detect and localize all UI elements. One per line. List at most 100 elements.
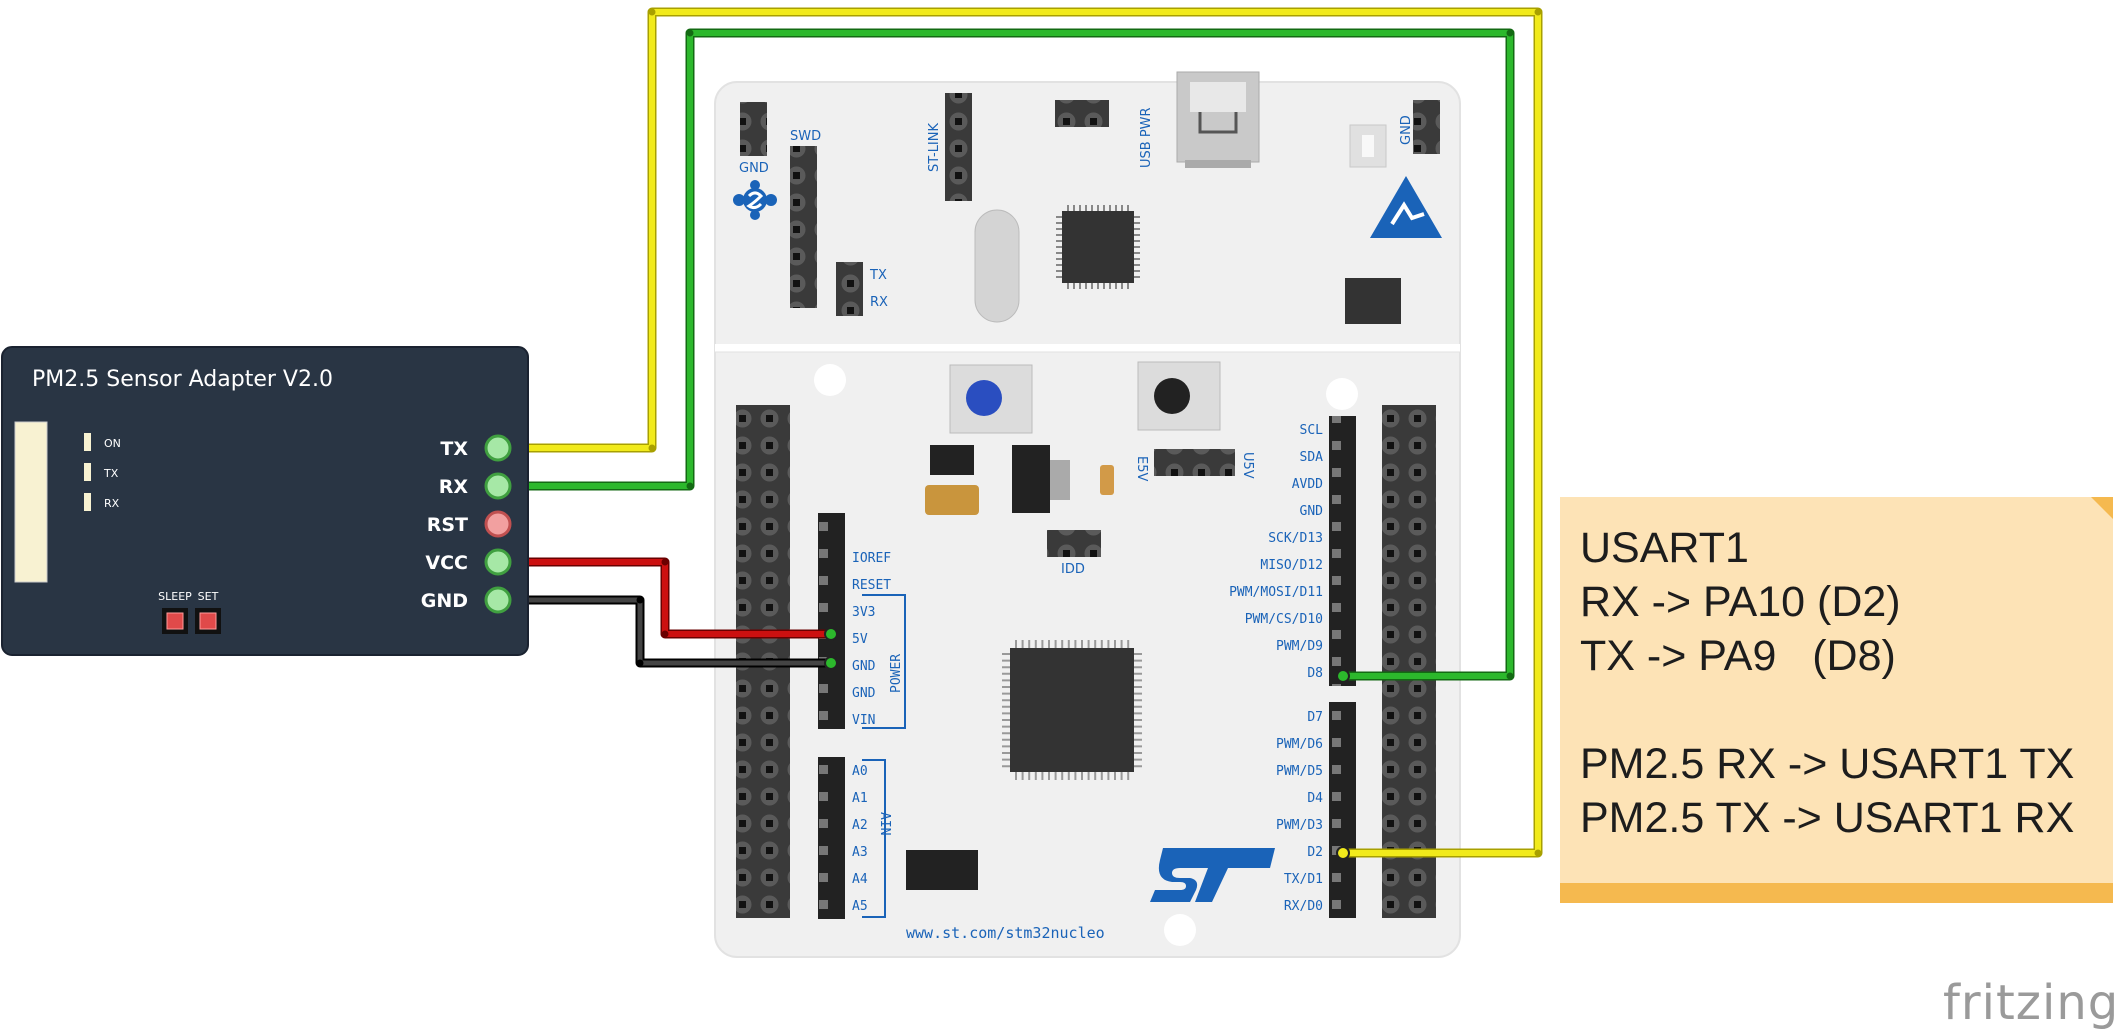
esd-warning-icon [1370,176,1442,238]
power-pin-label: IOREF [852,551,891,566]
digital-pin-label: MISO/D12 [1260,558,1323,573]
tx-rx-header [836,262,863,316]
note-text: USART1 RX -> PA10 (D2) TX -> PA9 (D8) PM2.5… [1580,521,2113,845]
digital-pin-label: TX/D1 [1284,872,1323,887]
digital-pin-label: PWM/CS/D10 [1245,612,1323,627]
power-bracket [862,594,906,729]
idd-label: IDD [1061,562,1085,577]
st-bio-icon [733,180,777,220]
note-line: RX -> PA10 (D2) [1580,578,1901,626]
digital-pin-label: SDA [1300,450,1324,465]
wires [495,7,1543,860]
ain-pin-label: A1 [852,791,868,806]
note-line: PM2.5 TX -> USART1 RX [1580,794,2075,842]
ain-pin-label: A5 [852,899,868,914]
tx-label: TX [869,268,887,283]
adapter-pin[interactable] [484,548,512,576]
power-pin-label: 3V3 [852,605,875,620]
adapter-pin[interactable] [484,586,512,614]
note-line [1580,683,2113,737]
digital-pin-label: SCL [1300,423,1324,438]
ain-pin-label: A3 [852,845,868,860]
right-header-bottom [1329,702,1356,918]
digital-pin-label: PWM/D5 [1276,764,1323,779]
led-component [1349,124,1387,168]
digital-pin-label: GND [1300,504,1324,519]
swd-header [790,146,817,308]
digital-pin-label: AVDD [1292,477,1323,492]
tantalum-cap [925,485,979,515]
note-line: USART1 [1580,524,1749,572]
digital-pin-label: D2 [1307,845,1323,860]
adapter-button-label: SET [198,590,219,603]
adapter-led [84,493,91,511]
diode [930,445,974,475]
idd-jumper [1047,530,1101,557]
adapter-connector [14,421,48,583]
ain-header [818,757,845,919]
ain-pin-label: A0 [852,764,868,779]
adapter-button-label: SLEEP [158,590,192,603]
swd-gnd-header [740,102,767,156]
reset-button[interactable] [1137,361,1221,431]
digital-pin-label: D8 [1307,666,1323,681]
adapter-pin-label: RST [427,514,468,536]
adapter-title: PM2.5 Sensor Adapter V2.0 [32,367,333,392]
stlink-header [945,93,972,201]
usb-pwr-label: USB PWR [1139,107,1154,168]
adapter-led-label: TX [103,467,119,480]
adapter-pin[interactable] [484,510,512,538]
power-pin-label: GND [852,686,876,701]
adapter-pin[interactable] [484,472,512,500]
swd-label: SWD [790,129,821,144]
ain-bracket [862,759,886,918]
soic-chip [1345,278,1401,324]
user-button[interactable] [949,364,1033,434]
e5v-label: E5V [1134,456,1149,481]
digital-pin-label: PWM/MOSI/D11 [1229,585,1323,600]
e5v-u5v-header [1154,449,1235,476]
u5v-label: U5V [1240,452,1255,479]
power-header [818,513,845,729]
adapter-pin-label: RX [439,476,469,498]
adapter-pin-label: TX [440,438,468,460]
fritzing-watermark: fritzing [1943,975,2118,1031]
adapter-led-label: RX [104,497,120,510]
power-label: POWER [889,654,904,693]
adapter-button[interactable] [195,608,221,634]
digital-pin-label: RX/D0 [1284,899,1323,914]
power-pin-label: 5V [852,632,868,647]
power-pin-label: GND [852,659,876,674]
digital-pin-label: PWM/D9 [1276,639,1323,654]
swd-gnd-label: GND [739,161,769,176]
adapter-button[interactable] [162,608,188,634]
stlink-mcu [1062,211,1134,283]
main-mcu [1010,648,1134,772]
note-card: USART1 RX -> PA10 (D2) TX -> PA9 (D8) PM2.5… [1560,497,2113,903]
usb-connector [1176,71,1260,168]
digital-pin-label: PWM/D6 [1276,737,1323,752]
ain-pin-label: A4 [852,872,868,887]
digital-pin-label: D4 [1307,791,1323,806]
stlink-label: ST-LINK [927,123,942,172]
adapter-led-label: ON [104,437,121,450]
digital-pin-label: SCK/D13 [1268,531,1323,546]
adapter-led [84,463,91,481]
digital-pin-label: D7 [1307,710,1323,725]
ain-pin-label: A2 [852,818,868,833]
adapter-pin[interactable] [484,434,512,462]
right-header-top [1329,416,1356,686]
gnd-top-label: GND [1399,115,1414,145]
st-logo-icon [1150,848,1275,902]
adapter-board [1,346,529,656]
adapter-led [84,433,91,451]
board-outline [714,81,1461,958]
nucleo-board: GND SWD ST-LINK USB PWR GND [714,71,1461,958]
rx-label: RX [870,295,888,310]
note-line: PM2.5 RX -> USART1 TX [1580,740,2075,788]
pm25-adapter: PM2.5 Sensor Adapter V2.0 ON TX RX SLEEP SE… [1,346,529,656]
crystal [974,209,1020,323]
note-line: TX -> PA9 (D8) [1580,632,1896,680]
power-pin-label: VIN [852,713,875,728]
digital-pin-label: PWM/D3 [1276,818,1323,833]
